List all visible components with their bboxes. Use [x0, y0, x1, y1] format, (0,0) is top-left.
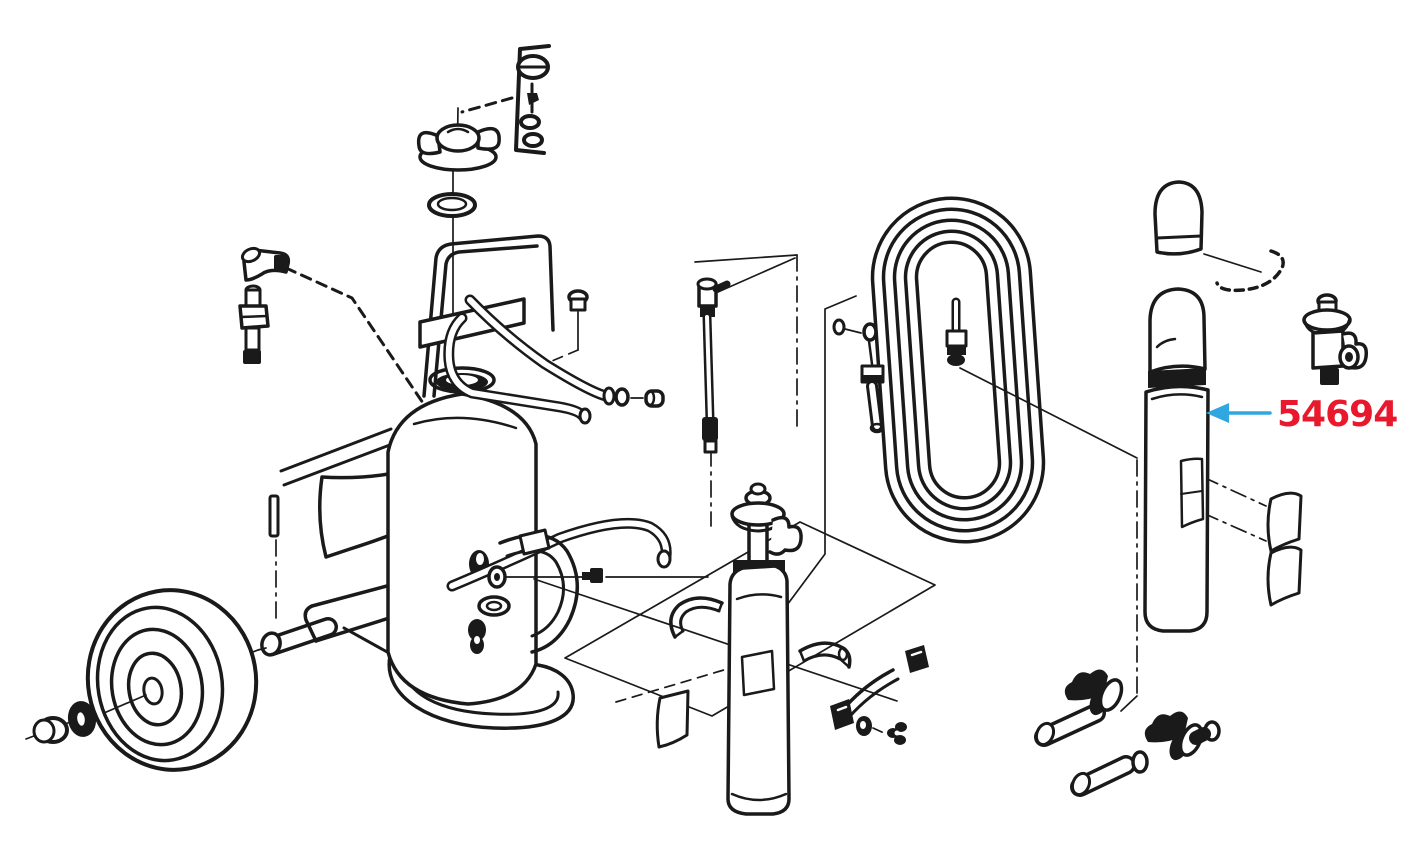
part-cap-gasket [427, 192, 477, 218]
part-filter-cartridge [1070, 750, 1149, 797]
part-hook-plate [669, 596, 724, 639]
clamp-leader-line [533, 578, 898, 702]
part-o-ring [1203, 720, 1221, 742]
part-axle-pin [268, 494, 280, 538]
part-tank [386, 366, 575, 730]
part-co2-cylinder [726, 482, 803, 816]
part-mounting-strap-upper [1266, 491, 1303, 553]
part-axle-rod [257, 617, 338, 657]
part-filler-cap [416, 123, 501, 172]
part-check-valve-2 [1144, 711, 1221, 761]
part-hub-cap [32, 716, 69, 744]
part-outlet-valve [1302, 293, 1369, 385]
part-tube-cap [614, 387, 665, 408]
part-wing-nut [887, 722, 907, 745]
part-short-hose [696, 277, 731, 454]
part-cap-hardware-kit [514, 44, 551, 155]
part-clamp-strap-small [798, 641, 852, 669]
part-cylinder-label [740, 649, 776, 697]
part-discharge-tube [464, 294, 616, 406]
part-clamp-strap-large [830, 645, 929, 730]
part-gas-cylinder [1143, 287, 1210, 633]
part-number-label: 54694 [1277, 394, 1397, 435]
part-cylinder-cap [1153, 180, 1204, 256]
part-mounting-strap-lower [1266, 545, 1303, 607]
part-hose-o-ring [832, 318, 885, 434]
part-callout: 54694 [1206, 394, 1398, 435]
part-tank-clamp-band [487, 528, 709, 654]
part-check-valve [1034, 669, 1124, 747]
callout-arrowhead-icon [1206, 403, 1229, 423]
part-mounting-screw [567, 289, 589, 312]
part-cap-seal-ring [1215, 249, 1285, 293]
part-wheel [85, 588, 259, 772]
part-clamp-bolt [582, 568, 603, 583]
part-hose-fitting [945, 297, 1138, 712]
part-elbow-fitting [240, 246, 291, 282]
part-inline-filter [238, 284, 270, 364]
part-cover-plate [655, 689, 690, 749]
part-flat-washer [856, 716, 885, 736]
part-siphon-tube [443, 312, 592, 425]
part-hose-coil [870, 196, 1046, 544]
part-axle-washer [67, 701, 97, 737]
